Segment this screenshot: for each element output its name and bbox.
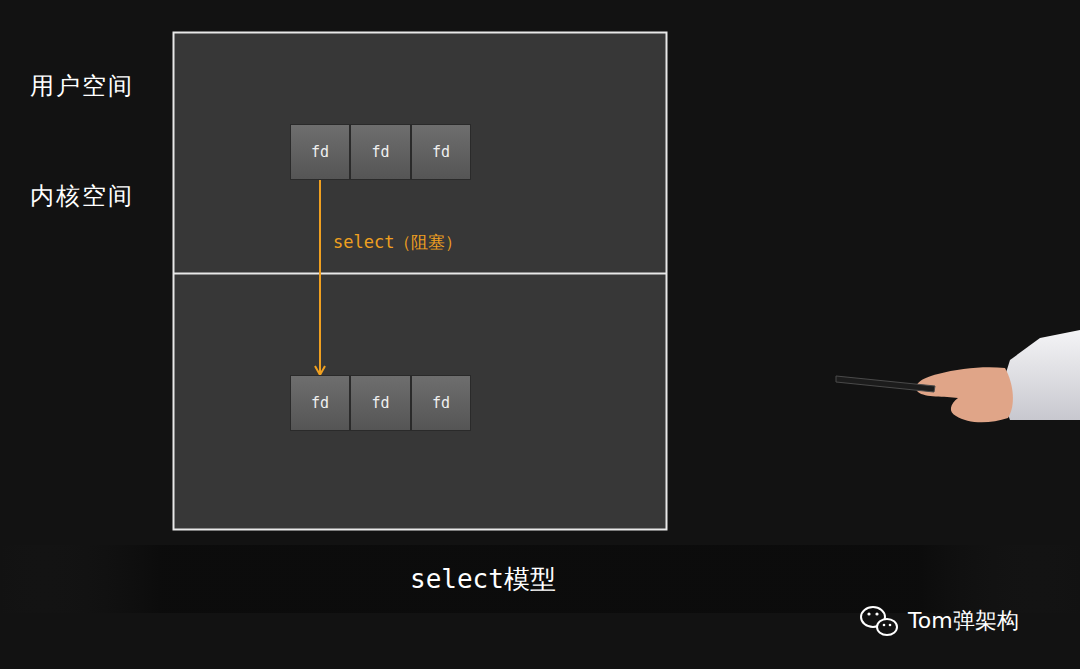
edge-label: select（阻塞）: [333, 231, 462, 254]
fd-box: fd: [350, 124, 411, 180]
fd-box: fd: [350, 375, 411, 431]
fd-box: fd: [290, 375, 350, 431]
caption: select模型: [410, 562, 556, 597]
fd-label: fd: [311, 143, 329, 161]
fd-box: fd: [411, 375, 471, 431]
space-panel: [174, 33, 667, 530]
fd-box: fd: [290, 124, 350, 180]
space-divider: [174, 273, 666, 275]
caption-band: [0, 545, 1080, 613]
fd-box: fd: [411, 124, 471, 180]
space-label: 用户空间: [30, 70, 134, 102]
wechat-icon: [861, 607, 897, 635]
select-arrow: [315, 180, 325, 375]
watermark: Tom弹架构: [908, 606, 1019, 636]
fd-label: fd: [371, 394, 389, 412]
fd-label: fd: [432, 143, 450, 161]
fd-label: fd: [432, 394, 450, 412]
fd-label: fd: [371, 143, 389, 161]
space-label: 内核空间: [30, 180, 134, 212]
presenter-hand: [836, 330, 1080, 422]
fd-label: fd: [311, 394, 329, 412]
